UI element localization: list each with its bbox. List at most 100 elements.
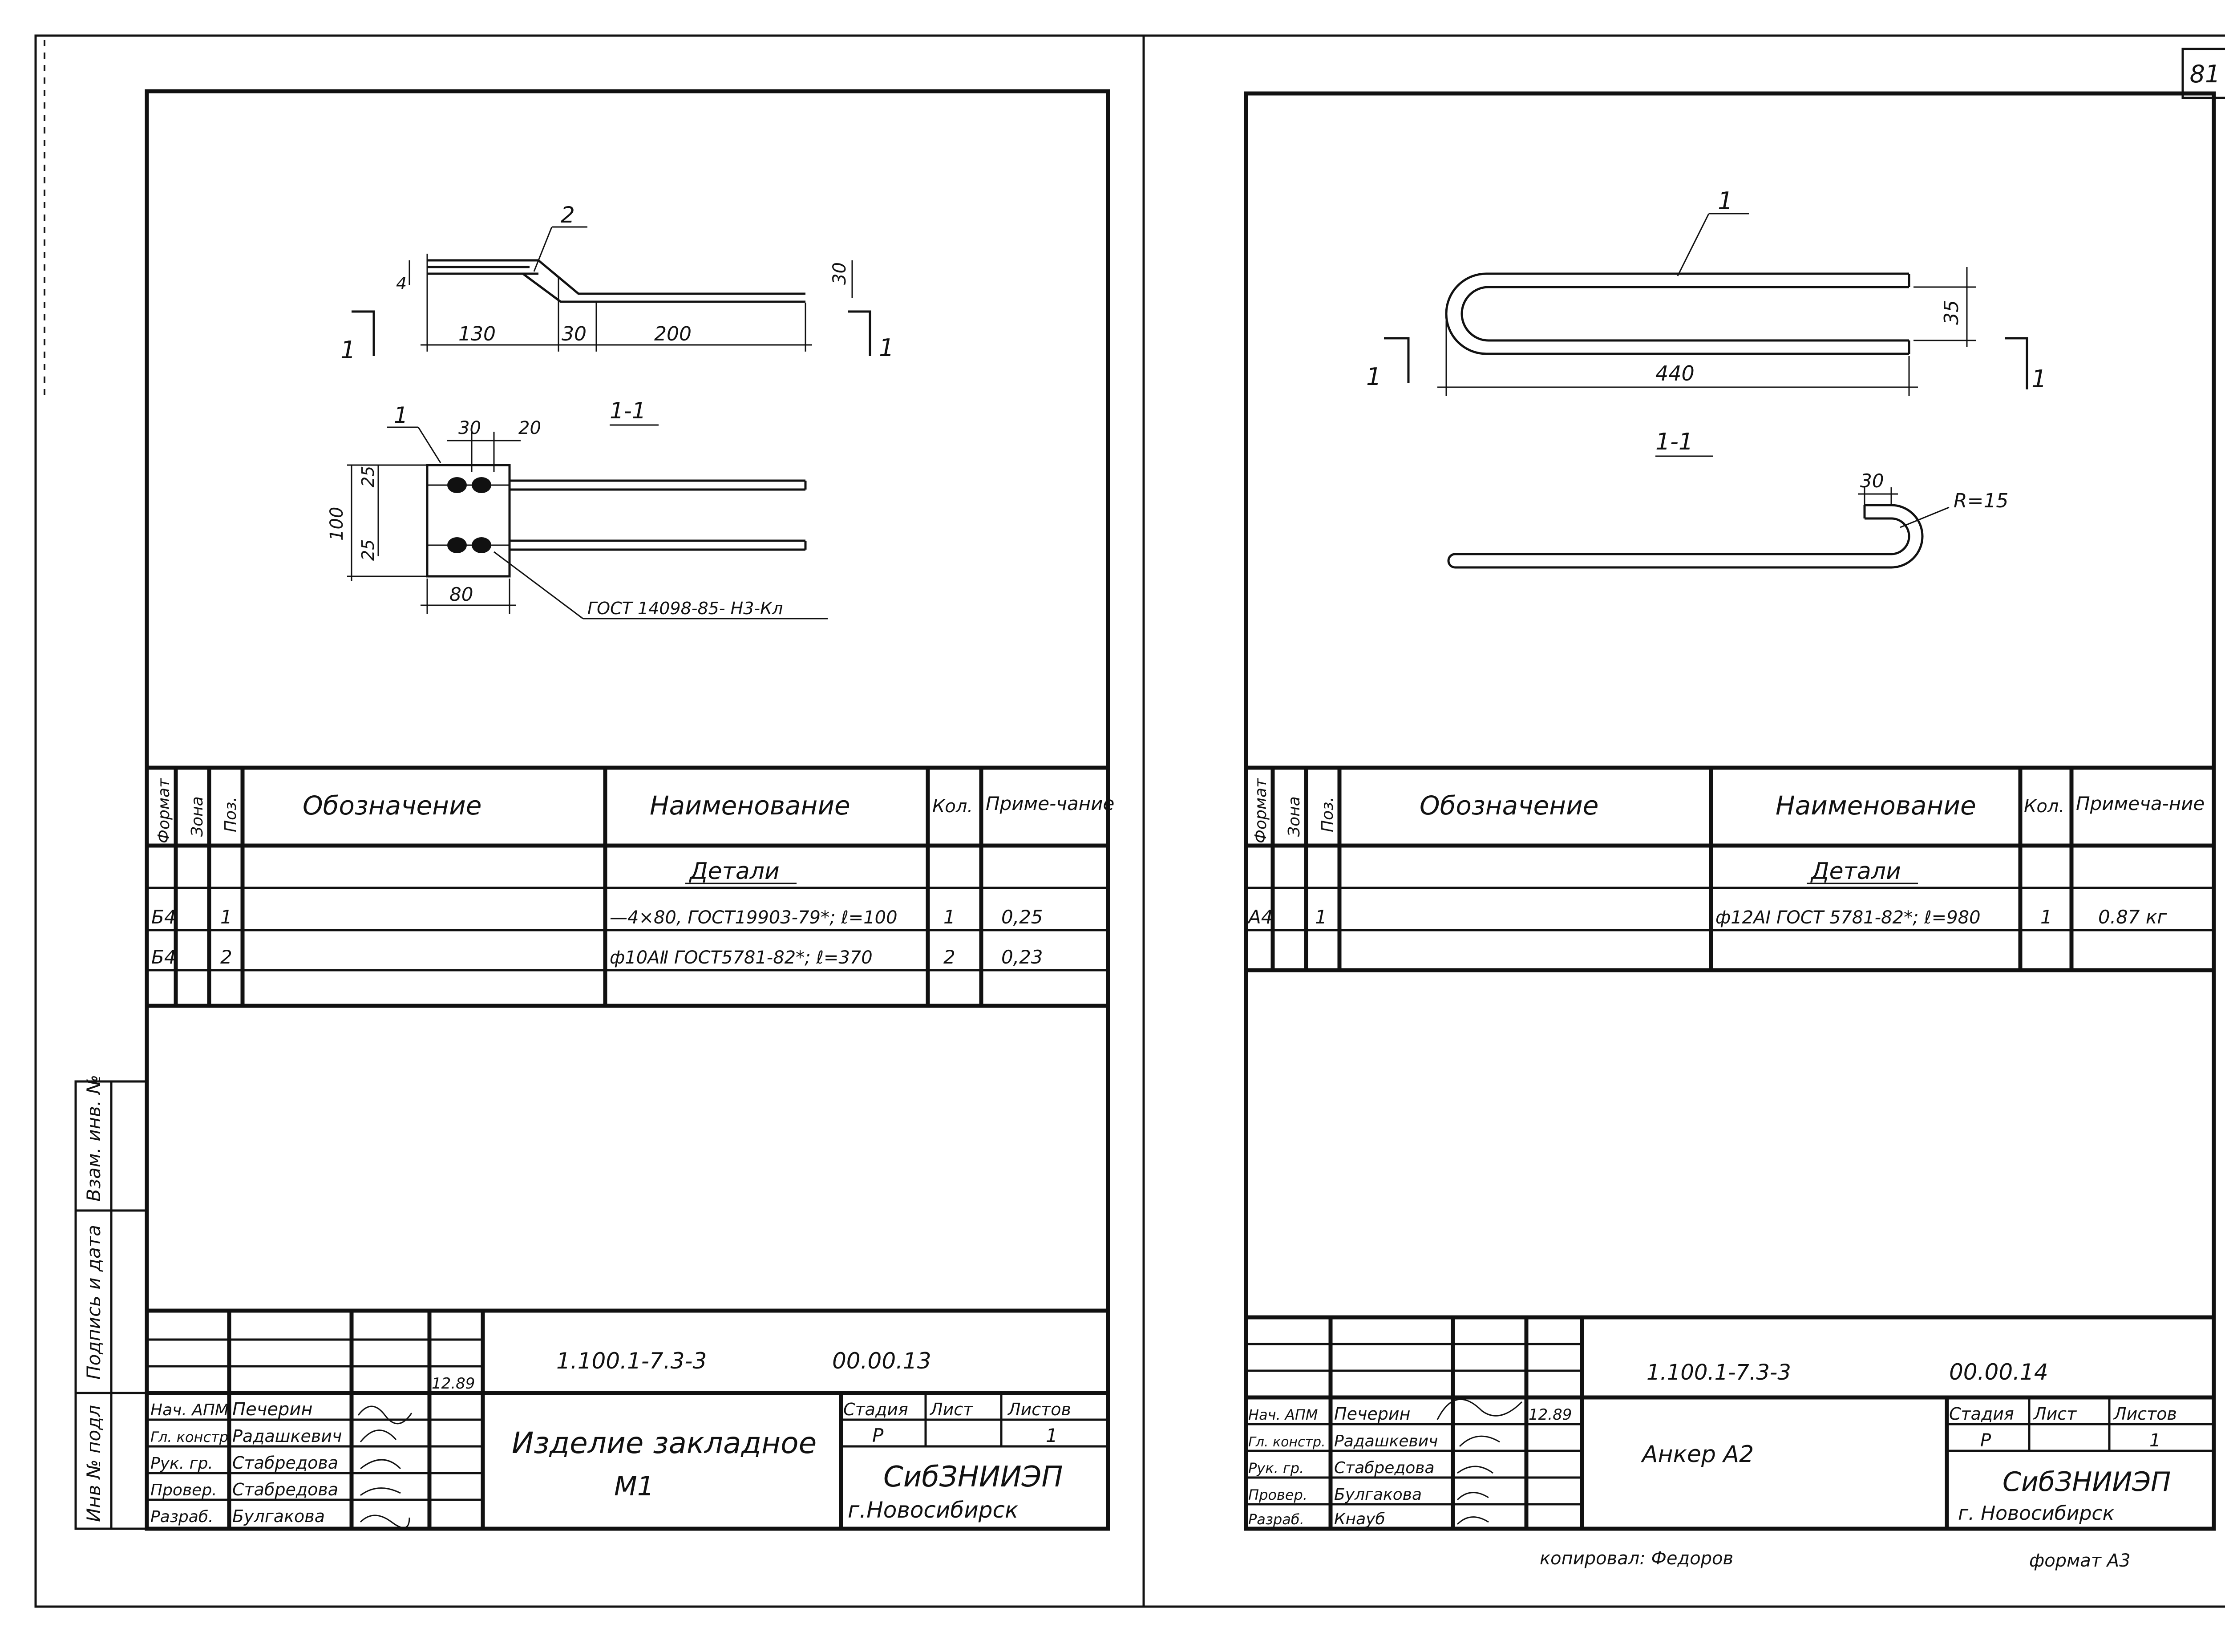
section-mark-right: 1: [2031, 365, 2047, 393]
dim-plan-80: 80: [449, 583, 473, 605]
left-spec-table: Формат Зона Поз. Обозначение Наименовани…: [147, 765, 1114, 1008]
section-mark-right: 1: [879, 334, 894, 362]
sheets-label: Листов: [2113, 1404, 2177, 1424]
sheets-label: Листов: [1007, 1400, 1071, 1419]
left-drawing: 130 30 200 4 30 2 1 1 1-1 1: [327, 202, 894, 620]
spec-section-title: Детали: [689, 858, 780, 885]
sign-date: 12.89: [432, 1375, 475, 1393]
signatures: [1436, 1398, 1523, 1525]
row-qty: 2: [943, 946, 955, 968]
sheet-number: 81: [2190, 60, 2221, 88]
row-format: Б4: [151, 946, 176, 968]
org-city: г. Новосибирск: [1958, 1502, 2115, 1525]
row-note: 0.87 кг: [2098, 906, 2167, 928]
left-inner-frame: [145, 89, 1110, 1531]
doc-number: 00.00.13: [832, 1348, 931, 1374]
sheet-label: Лист: [2033, 1404, 2077, 1424]
weld-note: ГОСТ 14098-85- Н3-Кл: [587, 599, 783, 618]
product-title: Изделие закладное: [512, 1426, 817, 1460]
dim-30: 30: [562, 323, 587, 345]
bend-radius: R=15: [1954, 490, 2008, 512]
leader-1: 1: [394, 402, 408, 428]
row-pos: 1: [1315, 906, 1327, 928]
dim-plan-30: 30: [458, 418, 481, 438]
hdr-name: Наименование: [1776, 790, 1976, 821]
section-mark-left: 1: [340, 336, 356, 364]
role-4: Разраб.: [1248, 1511, 1304, 1528]
product-title: Анкер А2: [1641, 1441, 1754, 1468]
name-4: Булгакова: [232, 1506, 325, 1526]
role-0: Нач. АПМ: [150, 1401, 229, 1419]
dim-200: 200: [654, 323, 692, 345]
hdr-format: Формат: [155, 778, 173, 843]
stage-label: Стадия: [843, 1400, 908, 1419]
dim-plan-100: 100: [327, 507, 347, 541]
spec-section-title: Детали: [1810, 858, 1901, 885]
left-margin-strip: Инв № подл Подпись и дата Взам. инв. №: [74, 1075, 148, 1530]
name-3: Стабредова: [232, 1480, 338, 1499]
hdr-qty: Кол.: [2024, 796, 2064, 817]
margin-label-inv: Инв № подл: [83, 1405, 105, 1522]
dim-plan-25b: 25: [358, 539, 378, 561]
org-name: СибЗНИИЭП: [883, 1461, 1063, 1494]
name-2: Стабредова: [232, 1453, 338, 1473]
leader-2: 2: [561, 202, 575, 228]
role-4: Разраб.: [150, 1508, 213, 1526]
dim-440: 440: [1655, 361, 1695, 385]
dim-plan-20: 20: [518, 418, 541, 438]
table-row: Б4 2 ф10АⅡ ГОСТ5781-82*; ℓ=370 2 0,23: [151, 946, 1043, 968]
dim-130: 130: [458, 323, 496, 345]
right-spec-table: Формат Зона Поз. Обозначение Наименовани…: [1246, 765, 2214, 972]
leader-1: 1: [1718, 187, 1733, 215]
row-name: ф12АⅠ ГОСТ 5781-82*; ℓ=980: [1715, 907, 1981, 928]
dim-4: 4: [396, 274, 407, 293]
left-title-block: 1.100.1-7.3-3 00.00.13 12.89 Нач. АПМ Пе…: [147, 1308, 1108, 1529]
right-inner-frame: [1244, 91, 2216, 1531]
name-0: Печерин: [1334, 1404, 1410, 1424]
sheet-number-box: [2181, 48, 2225, 99]
stage-value: Р: [872, 1425, 884, 1446]
section-title: 1-1: [1655, 429, 1693, 455]
hdr-name: Наименование: [650, 790, 850, 821]
role-1: Гл. констр.: [150, 1429, 233, 1446]
doc-code: 1.100.1-7.3-3: [1646, 1360, 1791, 1385]
org-city: г.Новосибирск: [848, 1497, 1018, 1523]
dim-30-vert: 30: [829, 262, 850, 285]
sheets-value: 1: [1046, 1425, 1058, 1446]
row-format: Б4: [151, 906, 176, 928]
margin-label-replace: Взам. инв. №: [83, 1075, 105, 1202]
doc-number: 00.00.14: [1949, 1359, 2048, 1385]
right-title-block: 1.100.1-7.3-3 00.00.14 12.89 Нач. АПМ Пе…: [1246, 1315, 2214, 1529]
row-qty: 1: [943, 906, 955, 928]
name-3: Булгакова: [1334, 1486, 1422, 1504]
section-mark-left: 1: [1366, 363, 1381, 391]
dim-35: 35: [1940, 300, 1963, 325]
hdr-zone: Зона: [1285, 796, 1303, 837]
name-1: Радашкевич: [1334, 1432, 1438, 1450]
hdr-format: Формат: [1252, 778, 1270, 843]
doc-code: 1.100.1-7.3-3: [556, 1348, 707, 1374]
sheet-label: Лист: [929, 1400, 974, 1419]
row-format: А4: [1247, 906, 1273, 928]
copied-by: копировал: Федоров: [1540, 1548, 1733, 1569]
org-name: СибЗНИИЭП: [2002, 1466, 2171, 1498]
section-title: 1-1: [610, 398, 646, 424]
dim-30: 30: [1860, 470, 1884, 492]
name-4: Кнауб: [1334, 1510, 1385, 1528]
sign-date: 12.89: [1529, 1406, 1572, 1424]
stage-value: Р: [1980, 1430, 1991, 1451]
table-row: А4 1 ф12АⅠ ГОСТ 5781-82*; ℓ=980 1 0.87 к…: [1247, 906, 2167, 928]
hdr-note: Примеча-ние: [2076, 793, 2205, 814]
name-0: Печерин: [232, 1399, 312, 1420]
dim-plan-25a: 25: [358, 466, 378, 487]
hdr-pos: Поз.: [222, 797, 240, 832]
role-3: Провер.: [150, 1481, 217, 1499]
row-qty: 1: [2040, 906, 2052, 928]
margin-label-sign: Подпись и дата: [83, 1225, 105, 1380]
hdr-designation: Обозначение: [303, 790, 481, 821]
product-subtitle: М1: [614, 1471, 654, 1502]
row-note: 0,23: [1001, 946, 1043, 968]
hdr-zone: Зона: [188, 796, 206, 837]
